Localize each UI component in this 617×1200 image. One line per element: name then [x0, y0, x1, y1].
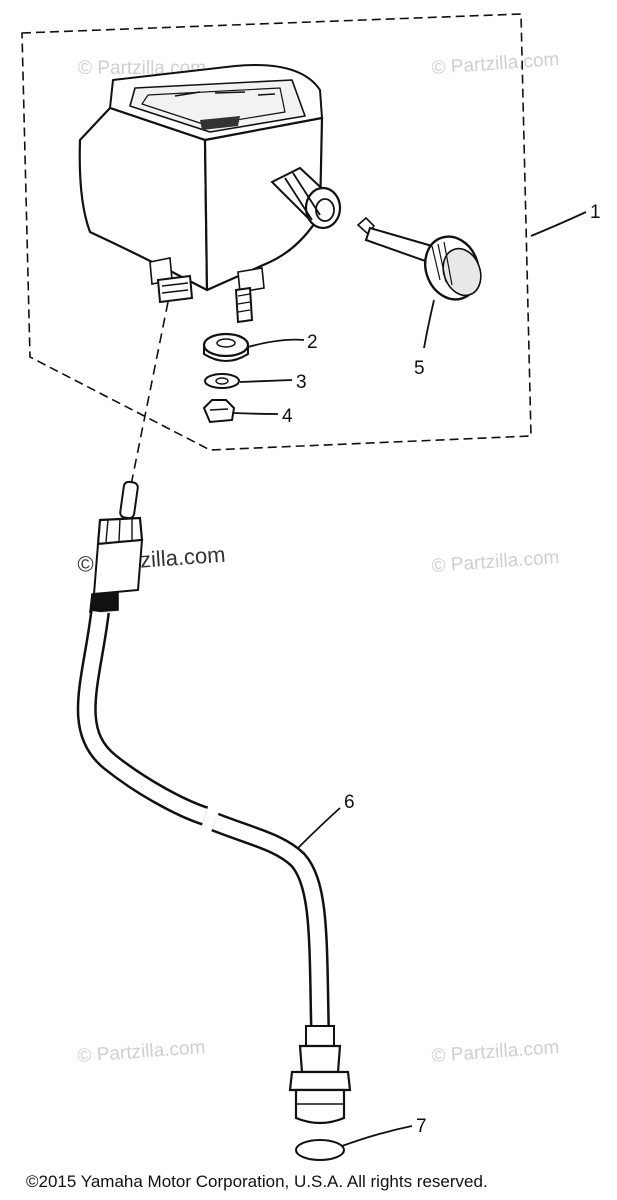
- watermark-bottom-left: © Partzilla.com: [77, 1037, 206, 1067]
- watermark-mid-right: © Partzilla.com: [431, 547, 560, 577]
- meter-body: [78, 64, 324, 292]
- callout-2: 2: [307, 332, 318, 353]
- callout-1: 1: [590, 202, 601, 223]
- grommet-side: [203, 345, 249, 362]
- callout-7: 7: [416, 1116, 427, 1137]
- watermark-top-right: © Partzilla.com: [431, 49, 560, 79]
- trip-knob: [356, 216, 482, 301]
- cable-lower-end: [288, 1025, 352, 1125]
- copyright-notice: ©2015 Yamaha Motor Corporation, U.S.A. A…: [26, 1172, 488, 1191]
- callout-4: 4: [282, 406, 293, 427]
- cable-upper-end: [89, 480, 144, 613]
- meter-studs: [149, 257, 265, 324]
- o-ring: [295, 1139, 345, 1161]
- watermark-bottom-right: © Partzilla.com: [431, 1037, 560, 1067]
- grommet-hole: [216, 338, 236, 348]
- callout-6: 6: [344, 792, 355, 813]
- side-fitting: [270, 166, 342, 230]
- speedometer-cable-inner: [79, 611, 328, 1031]
- nut-face: [209, 408, 229, 411]
- callout-3: 3: [296, 372, 307, 393]
- callout-5: 5: [414, 358, 425, 379]
- assembly-centerline: [129, 301, 169, 491]
- washer-hole: [215, 377, 229, 385]
- nut: [202, 399, 236, 424]
- leader-lines: [233, 211, 587, 1147]
- assembly-boundary: [21, 13, 532, 451]
